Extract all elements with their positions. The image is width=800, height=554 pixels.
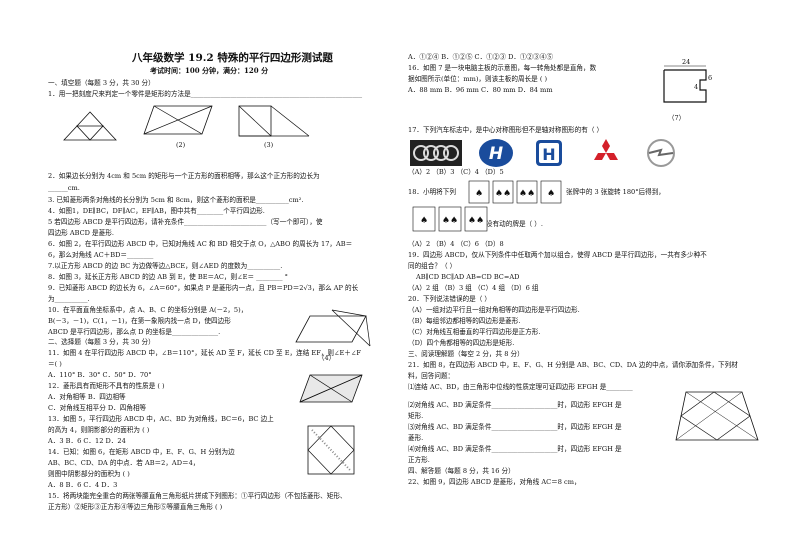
hyundai-logo-icon: H	[478, 138, 514, 172]
figure-3-square	[233, 102, 313, 140]
question-14: 14．已知：如图 6，在矩形 ABCD 中，E、F、G、H 分别为边	[48, 448, 235, 456]
svg-text:♠: ♠	[547, 189, 555, 199]
svg-text:H: H	[489, 144, 503, 164]
question-14-cont1: AB、BC、CD、DA 的中点．若 AB＝2，AD＝4，	[48, 459, 200, 467]
question-17-options: （A）2 （B）3 （C）4 （D）5	[408, 168, 504, 176]
question-15: 15．将两块能完全重合的两张等腰直角三角形纸片拼成下列图形：①平行四边形（不包括…	[48, 492, 347, 500]
question-9: 9．已知菱形 ABCD 的边长为 6，∠A＝60°，如果点 P 是菱形内一点，且…	[48, 284, 359, 292]
question-12-options-cd: C．对角线互相平分 D．四角相等	[48, 404, 147, 412]
question-17: 17．下列汽车标志中，是中心对称图形但不是轴对称图形的有（ ）	[408, 126, 604, 134]
mitsubishi-logo-icon	[590, 138, 622, 172]
question-21-part3-cont: 菱形.	[408, 434, 424, 442]
question-20: 20．下列说法错误的是（ ）	[408, 295, 492, 303]
question-16: 16．如图 7 是一块电脑主板的示意图，每一转角处都是直角，数	[408, 64, 597, 72]
question-18-cont2: 没有动的牌是（ ）.	[486, 220, 543, 228]
question-2-cont: ______cm.	[48, 184, 80, 192]
question-19-options: （A）2 组 （B）3 组 （C）4 组 （D）6 组	[408, 284, 539, 292]
section-choice-heading: 二、选择题（每题 3 分，共 30 分）	[48, 338, 155, 346]
question-13-cont: 的高为 4，则阴影部分的面积为 ( )	[48, 426, 150, 434]
figure-7-caption: （7）	[668, 114, 686, 122]
svg-text:♠♠: ♠♠	[442, 216, 458, 226]
figure-4-caption: （4）	[318, 354, 336, 362]
question-11-cont: ＝( )	[48, 360, 62, 368]
question-20-a: （A）一组对边平行且一组对角相等的四边形是平行四边形.	[408, 306, 580, 314]
playing-cards-bottom: ♠ ♠♠ ♠♠	[412, 206, 488, 232]
question-7: 7.以正方形 ABCD 的边 BC 为边做等边△BCE，则∠AED 的度数为__…	[48, 262, 283, 270]
section-solve-heading: 四、解答题（每题 8 分，共 16 分）	[408, 467, 515, 475]
question-15-cont: 正方形）②矩形③正方形④等边三角形⑤等腰直角三角形 ( )	[48, 503, 223, 511]
question-5-cont: 四边形 ABCD 是菱形.	[48, 229, 114, 237]
question-6-cont: 6，那么对角线 AC＋BD＝________	[48, 251, 154, 259]
question-20-c: （C）对角线互相垂直的平行四边形是正方形.	[408, 328, 541, 336]
section-fill-heading: 一、填空题（每题 3 分，共 30 分）	[48, 79, 155, 87]
question-21-cont: 料，回答问题：	[408, 372, 455, 380]
question-19-cont: 同的组合？（ ）	[408, 262, 457, 270]
figure-7-dim-4: 4	[694, 83, 699, 91]
question-11-options: A．110° B．30° C．50° D．70°	[48, 371, 152, 379]
question-11: 11．如图 4 在平行四边形 ABCD 中，∠B＝110°，延长 AD 至 F，…	[48, 349, 361, 357]
question-19-conditions: AB∥CD BC∥AD AB=CD BC=AD	[416, 273, 520, 281]
question-16-cont: 据如图所示(单位：mm)，则该主板的周长是 ( )	[408, 75, 548, 83]
question-13: 13．如图 5，平行四边形 ABCD 中，AC、BD 为对角线，BC＝6，BC …	[48, 415, 274, 423]
question-14-cont2: 则图中阴影部分的面积为 ( )	[48, 470, 130, 478]
question-8: 8．如图 3，延长正方形 ABCD 的边 AB 到 E，使 BE＝AC，则∠E＝…	[48, 273, 288, 281]
svg-text:♠♠: ♠♠	[519, 189, 535, 199]
question-10-cont1: B(－3，－1)，C(1，－1)，在第一象限内找一点 D，使四边形	[48, 317, 231, 325]
question-9-cont: 为__________.	[48, 295, 90, 303]
question-10-cont2: ABCD 是平行四边形，那么点 D 的坐标是______________.	[48, 328, 221, 336]
question-18-options: （A）2 （B）4 （C）6 （D）8	[408, 240, 504, 248]
question-5: 5 若四边形 ABCD 是平行四边形，请补充条件________________…	[48, 218, 323, 226]
question-15-options: A．①②④ B．①②⑤ C．①②③ D．①②③④⑤	[408, 53, 553, 61]
question-21-part4-cont: 正方形.	[408, 456, 430, 464]
svg-text:♠: ♠	[420, 216, 428, 226]
audi-logo-icon	[410, 140, 462, 170]
question-10: 10．在平面直角坐标系中，点 A、B、C 的坐标分别是 A(－2，5)，	[48, 306, 248, 314]
page-title: 八年级数学 19.2 特殊的平行四边形测试题	[132, 52, 333, 64]
figure-6-rectangle	[302, 420, 362, 480]
playing-cards-top: ♠ ♠♠ ♠♠ ♠	[468, 180, 564, 204]
question-1: 1．用一把刻度尺来判定一个零件是矩形的方法是__________________…	[48, 90, 363, 98]
question-13-options: A．3 B．6 C．12 D．24	[48, 437, 126, 445]
figure-8-quadrilateral	[672, 386, 762, 446]
figure-1-triangle	[60, 108, 120, 144]
figure-7-dim-6: 6	[708, 74, 713, 82]
section-reading-heading: 三、阅读理解题（每空 2 分，共 8 分）	[408, 350, 524, 358]
question-21: 21．如图 8，在四边形 ABCD 中，E、F、G、H 分别是 AB、BC、CD…	[408, 361, 738, 369]
figure-7-dim-24: 24	[682, 58, 691, 66]
question-21-part2-cont: 矩形.	[408, 412, 424, 420]
question-21-part1: ⑴连结 AC、BD，由三角形中位线的性质定理可证四边形 EFGH 是______…	[408, 383, 633, 391]
question-2: 2．如果边长分别为 4cm 和 5cm 的矩形与一个正方形的面积相等，那么这个正…	[48, 172, 320, 180]
question-19: 19．四边形 ABCD，仅从下列条件中任取两个加以组合，使得 ABCD 是平行四…	[408, 251, 707, 259]
question-18: 18．小明将下列	[408, 188, 456, 196]
question-21-part2: ⑵对角线 AC、BD 满足条件____________________时，四边形…	[408, 401, 622, 409]
opel-logo-icon	[646, 138, 676, 172]
svg-text:H: H	[542, 145, 555, 164]
svg-text:♠♠: ♠♠	[495, 189, 511, 199]
question-22: 22、如图 9，四边形 ABCD 是菱形，对角线 AC＝8 cm，	[408, 478, 581, 486]
question-12-options-ab: A．对角相等 B．四边相等	[48, 393, 126, 401]
question-3: 3. 已知菱形两条对角线的长分别为 5cm 和 8cm，则这个菱形的面积是___…	[48, 196, 304, 204]
honda-logo-icon: H	[534, 138, 564, 172]
question-20-b: （B）每组邻边都相等的四边形是菱形.	[408, 317, 521, 325]
exam-info: 考试时间：100 分钟，满分：120 分	[150, 66, 269, 75]
question-21-part4: ⑷对角线 AC、BD 满足条件____________________时，四边形…	[408, 445, 622, 453]
figure-4-parallelogram	[292, 308, 372, 348]
question-12: 12．菱形具有而矩形不具有的性质是 ( )	[48, 382, 165, 390]
figure-5-parallelogram	[296, 372, 366, 406]
figure-2-caption: (2)	[176, 141, 186, 149]
question-4: 4．如图1，DE∥BC，DF∥AC，EF∥AB，图中共有________个平行四…	[48, 207, 265, 215]
figure-2-parallelogram	[140, 103, 216, 137]
svg-text:♠♠: ♠♠	[468, 216, 484, 226]
question-16-options: A．88 mm B．96 mm C．80 mm D．84 mm	[408, 86, 553, 94]
figure-7-motherboard	[660, 62, 720, 110]
question-6: 6．如图 2，在平行四边形 ABCD 中，已知对角线 AC 和 BD 相交于点 …	[48, 240, 353, 248]
figure-3-caption: (3)	[264, 141, 274, 149]
question-14-options: A．8 B．6 C．4 D．3	[48, 481, 118, 489]
svg-text:♠: ♠	[475, 189, 483, 199]
question-21-part3: ⑶对角线 AC、BD 满足条件____________________时，四边形…	[408, 423, 622, 431]
question-18-cont: 张牌中的 3 张旋转 180°后得到，	[566, 188, 665, 196]
question-20-d: （D）四个角都相等的四边形是矩形.	[408, 339, 515, 347]
